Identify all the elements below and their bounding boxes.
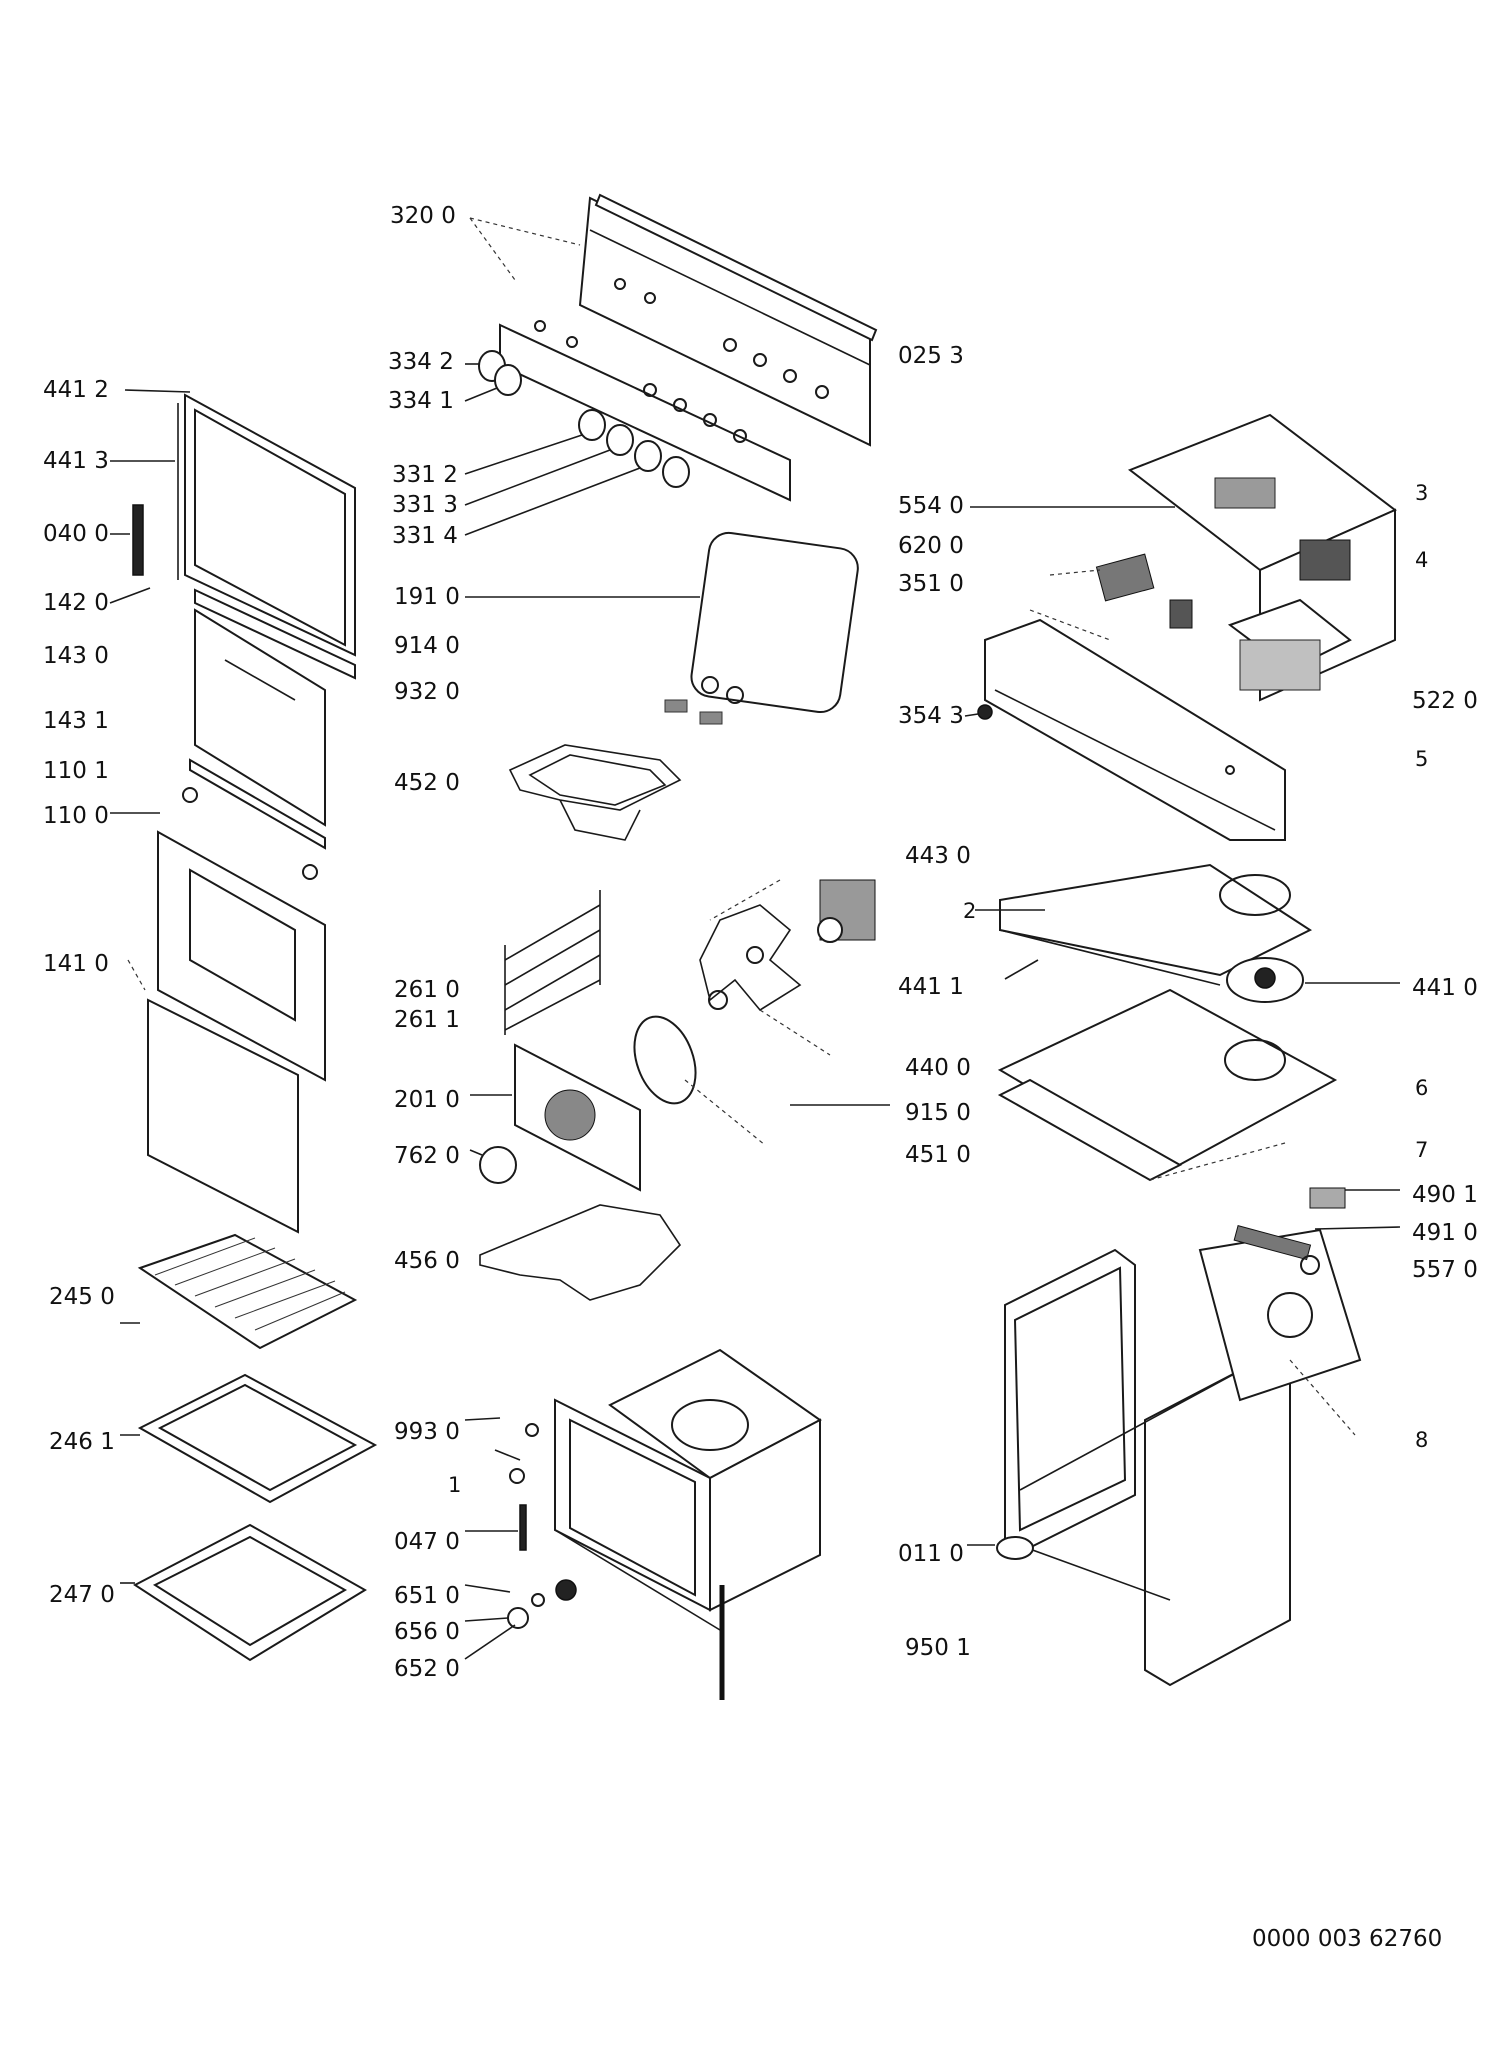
- bottom-heating-element-drawing: [479, 1204, 682, 1301]
- label-620-0: 620 0: [898, 533, 964, 559]
- label-451-0: 451 0: [905, 1142, 971, 1168]
- label-932-0: 932 0: [394, 679, 460, 705]
- door-gasket-drawing: [690, 531, 859, 714]
- label-441-0: 441 0: [1412, 975, 1478, 1001]
- baking-tray-drawing: [137, 1373, 378, 1504]
- label-040-0: 040 0: [43, 521, 109, 547]
- label-651-0: 651 0: [394, 1583, 460, 1609]
- label-656-0: 656 0: [394, 1619, 460, 1645]
- label-522-0: 522 0: [1412, 688, 1478, 714]
- label-441-2: 441 2: [43, 377, 109, 403]
- label-261-0: 261 0: [394, 977, 460, 1003]
- oven-cavity-drawing: [494, 1348, 822, 1700]
- top-heating-element-drawing: [508, 744, 682, 841]
- label-143-1: 143 1: [43, 708, 109, 734]
- label-110-0: 110 0: [43, 803, 109, 829]
- label-762-0: 762 0: [394, 1143, 460, 1169]
- label-452-0: 452 0: [394, 770, 460, 796]
- label-915-0: 915 0: [905, 1100, 971, 1126]
- label-047-0: 047 0: [394, 1529, 460, 1555]
- label-351-0: 351 0: [898, 571, 964, 597]
- knobs-drawing: [478, 350, 690, 488]
- label-652-0: 652 0: [394, 1656, 460, 1682]
- drip-tray-drawing: [133, 1523, 367, 1662]
- label-443-0: 443 0: [905, 843, 971, 869]
- label-354-3: 354 3: [898, 703, 964, 729]
- label-142-0: 142 0: [43, 590, 109, 616]
- label-143-0: 143 0: [43, 643, 109, 669]
- label-441-1: 441 1: [898, 974, 964, 1000]
- leader-lines: [109, 363, 1401, 1660]
- cavity-top-liner-drawing: [997, 863, 1338, 1182]
- label-993-0: 993 0: [394, 1419, 460, 1445]
- label-261-1: 261 1: [394, 1007, 460, 1033]
- label-950-1: 950 1: [905, 1635, 971, 1661]
- label-320-0: 320 0: [390, 203, 456, 229]
- callout-7: 7: [1415, 1138, 1428, 1162]
- oven-rack-drawing: [137, 1233, 358, 1350]
- callout-2: 2: [963, 899, 976, 923]
- callout-3: 3: [1415, 481, 1428, 505]
- outer-casing-drawing: [996, 1187, 1362, 1687]
- lamp-holders-drawing: [664, 676, 744, 725]
- fan-assembly-drawing: [699, 879, 876, 1056]
- label-334-2: 334 2: [388, 349, 454, 375]
- label-191-0: 191 0: [394, 584, 460, 610]
- callout-numbers: 3 4 5 2 6 7 8 1: [448, 481, 1428, 1497]
- label-246-1: 246 1: [49, 1429, 115, 1455]
- door-assembly-drawing: [127, 393, 356, 1234]
- callout-4: 4: [1415, 548, 1428, 572]
- label-201-0: 201 0: [394, 1087, 460, 1113]
- label-441-3: 441 3: [43, 448, 109, 474]
- label-245-0: 245 0: [49, 1284, 115, 1310]
- shelf-supports-drawing: [504, 890, 601, 1035]
- callout-5: 5: [1415, 747, 1428, 771]
- control-electronics-drawing: [977, 413, 1397, 841]
- drawing-code: 0000 003 62760: [1252, 1926, 1442, 1952]
- callout-8: 8: [1415, 1428, 1428, 1452]
- label-011-0: 011 0: [898, 1541, 964, 1567]
- label-331-4: 331 4: [392, 523, 458, 549]
- label-456-0: 456 0: [394, 1248, 460, 1274]
- label-491-0: 491 0: [1412, 1220, 1478, 1246]
- label-554-0: 554 0: [898, 493, 964, 519]
- label-490-1: 490 1: [1412, 1182, 1478, 1208]
- control-panel-drawing: [469, 193, 878, 502]
- label-247-0: 247 0: [49, 1582, 115, 1608]
- label-141-0: 141 0: [43, 951, 109, 977]
- label-334-1: 334 1: [388, 388, 454, 414]
- label-110-1: 110 1: [43, 758, 109, 784]
- label-440-0: 440 0: [905, 1055, 971, 1081]
- callout-6: 6: [1415, 1076, 1428, 1100]
- callout-1: 1: [448, 1473, 461, 1497]
- label-557-0: 557 0: [1412, 1257, 1478, 1283]
- label-025-3: 025 3: [898, 343, 964, 369]
- label-914-0: 914 0: [394, 633, 460, 659]
- fan-cover-drawing: [479, 1015, 766, 1192]
- part-labels: 320 0 025 3 334 2 334 1 441 2 441 3 331 …: [43, 203, 1478, 1682]
- label-331-2: 331 2: [392, 462, 458, 488]
- label-331-3: 331 3: [392, 492, 458, 518]
